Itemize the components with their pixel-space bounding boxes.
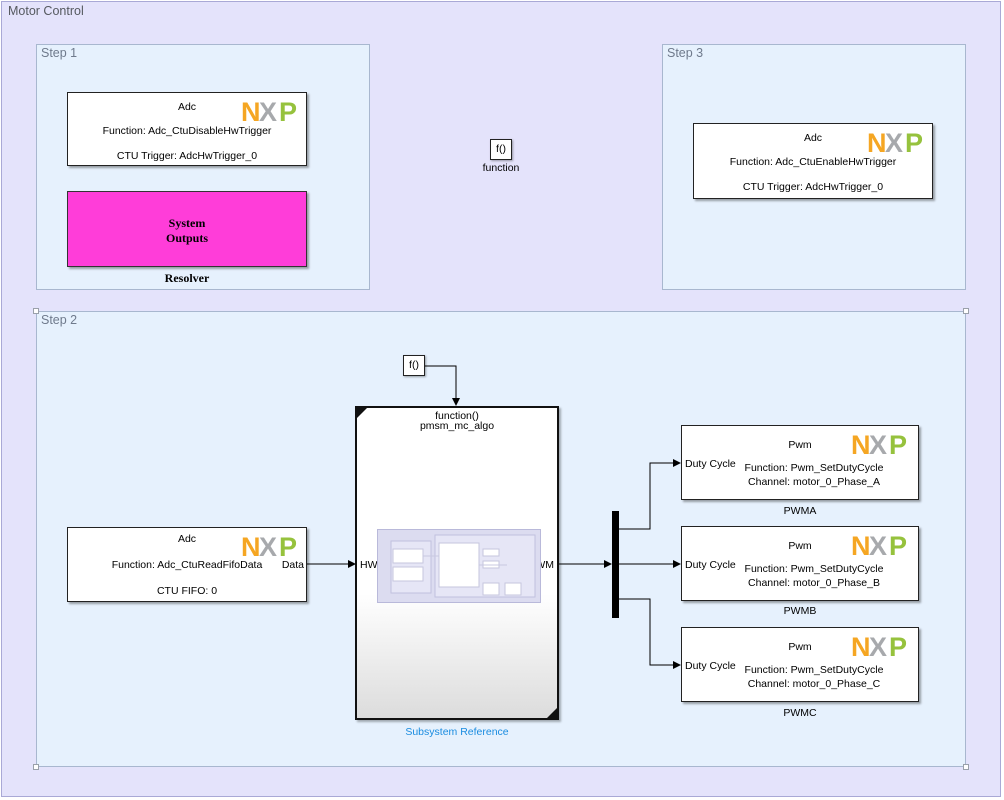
pmsm-subsystem-block[interactable]: function() pmsm_mc_algo HW_ADC HW_PWM bbox=[355, 406, 559, 720]
function-call-block[interactable]: f() bbox=[490, 139, 512, 160]
subsystem-caption: Subsystem Reference bbox=[405, 726, 509, 738]
step2-label: Step 2 bbox=[41, 313, 78, 327]
svg-text:N: N bbox=[241, 532, 261, 562]
adc-enable-trigger-block[interactable]: Adc Function: Adc_CtuEnableHwTrigger CTU… bbox=[693, 123, 933, 199]
data-out-port[interactable]: Data bbox=[281, 559, 304, 571]
subsystem-thumbnail-icon bbox=[377, 529, 541, 603]
svg-text:X: X bbox=[869, 430, 887, 460]
function-call-caption: function bbox=[482, 162, 520, 174]
resize-handle-icon[interactable] bbox=[963, 764, 969, 770]
step3-label: Step 3 bbox=[667, 46, 704, 60]
motor-control-title: Motor Control bbox=[8, 4, 84, 18]
svg-text:X: X bbox=[869, 632, 887, 662]
block-function: Function: Adc_CtuDisableHwTrigger bbox=[102, 125, 272, 137]
duty-cycle-in-port[interactable]: Duty Cycle bbox=[685, 559, 736, 571]
nxp-logo-icon: N X P bbox=[851, 531, 907, 561]
resize-handle-icon[interactable] bbox=[963, 308, 969, 314]
resize-handle-icon[interactable] bbox=[33, 308, 39, 314]
block-function: Function: Pwm_SetDutyCycle bbox=[744, 462, 884, 474]
block-fifo: CTU FIFO: 0 bbox=[156, 585, 218, 597]
block-channel: Channel: motor_0_Phase_A bbox=[748, 476, 880, 488]
svg-text:N: N bbox=[851, 531, 871, 561]
block-name: Adc bbox=[177, 533, 197, 545]
pwm-block-phase-b[interactable]: Pwm Duty Cycle Function: Pwm_SetDutyCycl… bbox=[681, 526, 919, 601]
svg-text:P: P bbox=[905, 128, 923, 158]
svg-text:P: P bbox=[889, 531, 907, 561]
block-name: Pwm bbox=[788, 540, 812, 552]
adc-disable-trigger-block[interactable]: Adc Function: Adc_CtuDisableHwTrigger CT… bbox=[67, 92, 307, 166]
system-outputs-line1: System bbox=[168, 216, 206, 230]
subsystem-corner-marks-icon bbox=[357, 408, 557, 718]
system-outputs-line2: Outputs bbox=[165, 231, 209, 245]
step2-function-call-block[interactable]: f() bbox=[403, 355, 425, 376]
nxp-logo-icon: N X P bbox=[867, 128, 923, 158]
nxp-logo-icon: N X P bbox=[851, 632, 907, 662]
svg-text:N: N bbox=[867, 128, 887, 158]
subsystem-name: pmsm_mc_algo bbox=[419, 420, 495, 432]
block-function: Function: Pwm_SetDutyCycle bbox=[744, 664, 884, 676]
pwm-caption-b: PWMB bbox=[783, 605, 817, 617]
nxp-logo-n: N bbox=[241, 97, 261, 127]
svg-text:P: P bbox=[279, 532, 297, 562]
svg-text:X: X bbox=[259, 532, 277, 562]
svg-text:N: N bbox=[851, 632, 871, 662]
demux-bar[interactable] bbox=[612, 511, 619, 618]
svg-text:P: P bbox=[889, 632, 907, 662]
block-trigger: CTU Trigger: AdcHwTrigger_0 bbox=[742, 181, 884, 193]
block-function: Function: Adc_CtuReadFifoData bbox=[111, 559, 263, 571]
block-function: Function: Pwm_SetDutyCycle bbox=[744, 563, 884, 575]
resolver-caption: Resolver bbox=[164, 271, 210, 285]
subsystem-trigger-label: function() bbox=[435, 410, 479, 422]
block-name: Adc bbox=[803, 132, 823, 144]
block-name: Pwm bbox=[788, 439, 812, 451]
nxp-logo-icon: N X P bbox=[851, 430, 907, 460]
svg-text:X: X bbox=[885, 128, 903, 158]
block-name: Adc bbox=[177, 101, 197, 113]
resize-handle-icon[interactable] bbox=[33, 764, 39, 770]
nxp-logo-icon: N X P bbox=[241, 532, 297, 562]
system-outputs-block[interactable]: System Outputs bbox=[67, 191, 307, 267]
svg-text:P: P bbox=[889, 430, 907, 460]
block-name: Pwm bbox=[788, 641, 812, 653]
pwm-caption-c: PWMC bbox=[783, 707, 817, 719]
adc-read-fifo-block[interactable]: Adc Function: Adc_CtuReadFifoData CTU FI… bbox=[67, 527, 307, 602]
nxp-logo-p: P bbox=[279, 97, 297, 127]
block-channel: Channel: motor_0_Phase_C bbox=[747, 678, 881, 690]
nxp-logo-icon: N X P bbox=[241, 97, 297, 127]
step1-label: Step 1 bbox=[41, 46, 78, 60]
block-function: Function: Adc_CtuEnableHwTrigger bbox=[729, 156, 897, 168]
duty-cycle-in-port[interactable]: Duty Cycle bbox=[685, 458, 736, 470]
nxp-logo-x: X bbox=[259, 97, 277, 127]
pwm-caption-a: PWMA bbox=[783, 505, 817, 517]
block-trigger: CTU Trigger: AdcHwTrigger_0 bbox=[116, 150, 258, 162]
pwm-block-phase-a[interactable]: Pwm Duty Cycle Function: Pwm_SetDutyCycl… bbox=[681, 425, 919, 500]
svg-text:N: N bbox=[851, 430, 871, 460]
duty-cycle-in-port[interactable]: Duty Cycle bbox=[685, 660, 736, 672]
svg-text:X: X bbox=[869, 531, 887, 561]
pwm-block-phase-c[interactable]: Pwm Duty Cycle Function: Pwm_SetDutyCycl… bbox=[681, 627, 919, 702]
block-channel: Channel: motor_0_Phase_B bbox=[748, 577, 880, 589]
